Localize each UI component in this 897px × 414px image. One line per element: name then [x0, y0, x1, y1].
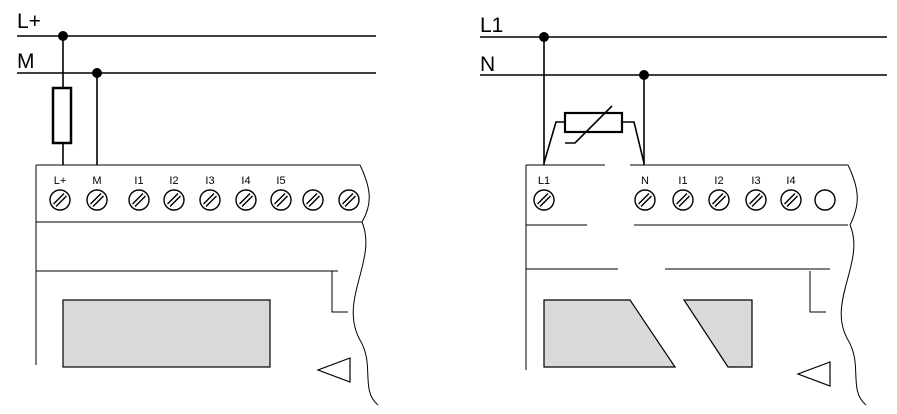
terminal-label: L1: [538, 175, 550, 187]
screw-terminal-icon: [235, 189, 257, 211]
empty-terminal-icon: [814, 189, 836, 211]
triangle-icon: [316, 357, 351, 383]
terminal-label: I3: [751, 175, 760, 187]
terminal-label: M: [92, 175, 101, 187]
left-diagram: L+ M L+ M I1 I2 I3 I4 I5: [17, 10, 379, 406]
screw-terminal-icon: [270, 189, 292, 211]
screw-terminal-icon: [634, 189, 656, 211]
rail-label-l1: L1: [480, 14, 503, 37]
terminal-label: I4: [786, 175, 795, 187]
rail-label-m: M: [17, 50, 35, 73]
terminal-label: I1: [678, 175, 687, 187]
terminal-label: I3: [205, 175, 214, 187]
screw-terminal-icon: [199, 189, 221, 211]
varistor-icon: [563, 111, 624, 134]
terminal-label: I2: [169, 175, 178, 187]
varistor-lead-left: [543, 121, 565, 164]
terminal-label: L+: [54, 175, 67, 187]
terminal-label: I5: [276, 175, 285, 187]
display-window: [682, 299, 753, 368]
screw-terminal-icon: [302, 189, 324, 211]
screw-terminal-icon: [86, 189, 108, 211]
terminal-label: N: [641, 175, 649, 187]
screw-terminal-icon: [128, 189, 150, 211]
display-window: [543, 299, 677, 368]
rail-label-n: N: [480, 53, 495, 76]
screw-terminal-icon: [533, 189, 555, 211]
cut-edge: [840, 164, 867, 406]
screw-terminal-icon: [338, 189, 360, 211]
right-diagram: L1 N L1 N I1 I2 I3 I4: [480, 14, 887, 406]
screw-terminal-icon: [780, 189, 802, 211]
terminal-label: I1: [134, 175, 143, 187]
fuse-icon: [51, 86, 73, 145]
terminal-label: I2: [714, 175, 723, 187]
housing-notch: [331, 271, 348, 313]
rail-label-l-plus: L+: [17, 10, 41, 33]
triangle-icon: [796, 361, 831, 387]
terminal-label: I4: [241, 175, 250, 187]
varistor-lead-right: [622, 121, 645, 164]
screw-terminal-icon: [708, 189, 730, 211]
varistor-slash: [565, 105, 613, 144]
display-window: [62, 299, 271, 368]
cut-edge: [352, 164, 379, 406]
screw-terminal-icon: [49, 189, 71, 211]
housing-notch: [809, 271, 826, 313]
screw-terminal-icon: [745, 189, 767, 211]
screw-terminal-icon: [163, 189, 185, 211]
screw-terminal-icon: [672, 189, 694, 211]
